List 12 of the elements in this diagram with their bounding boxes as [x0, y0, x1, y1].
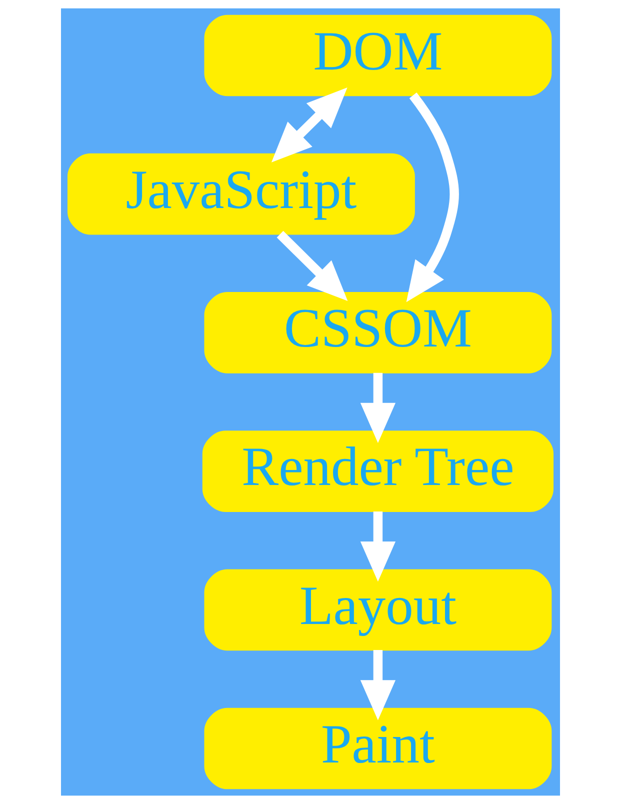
node-box: Paint	[204, 708, 552, 790]
arrow	[360, 650, 396, 720]
node-box: JavaScript	[67, 153, 415, 235]
node-box: CSSOM	[204, 292, 552, 374]
node-box: Render Tree	[202, 430, 554, 512]
node-box: Layout	[204, 569, 552, 651]
arrow	[276, 230, 348, 302]
node-box: DOM	[204, 14, 552, 96]
arrow	[360, 372, 396, 444]
arrow	[271, 88, 348, 162]
arrow	[406, 92, 459, 302]
arrow	[360, 511, 396, 582]
